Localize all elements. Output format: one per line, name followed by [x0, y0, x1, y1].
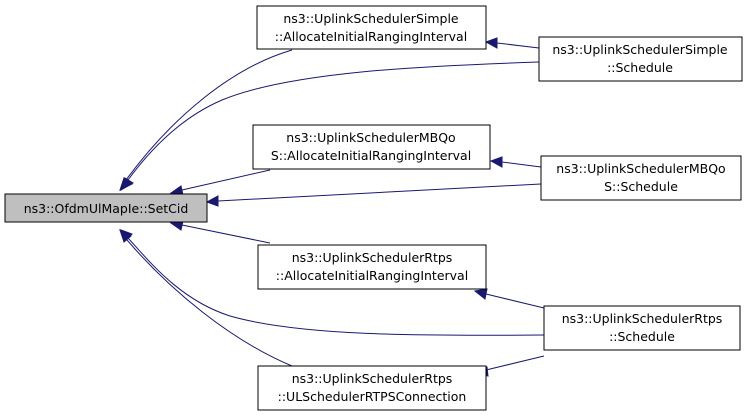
node-simple-alloc-line1: ns3::UplinkSchedulerSimple — [283, 11, 459, 26]
edge-simple-sched-to-simple-alloc — [484, 37, 540, 49]
edge-rtps-alloc-to-root — [169, 220, 271, 244]
node-simple-sched[interactable]: ns3::UplinkSchedulerSimple ::Schedule — [538, 36, 743, 82]
node-rtps-alloc-line1: ns3::UplinkSchedulerRtps — [292, 250, 453, 265]
node-mbqos-sched-line1: ns3::UplinkSchedulerMBQo — [556, 161, 725, 176]
node-simple-sched-line2: ::Schedule — [607, 60, 673, 75]
node-mbqos-alloc-line1: ns3::UplinkSchedulerMBQo — [286, 130, 455, 145]
node-mbqos-sched-line2: S::Schedule — [604, 179, 678, 194]
node-rtps-alloc-line2: ::AllocateInitialRangingInterval — [276, 268, 468, 283]
node-rtps-conn[interactable]: ns3::UplinkSchedulerRtps ::ULSchedulerRT… — [257, 365, 487, 411]
node-rtps-alloc[interactable]: ns3::UplinkSchedulerRtps ::AllocateIniti… — [257, 244, 487, 290]
node-rtps-sched-line1: ns3::UplinkSchedulerRtps — [562, 311, 723, 326]
node-simple-alloc[interactable]: ns3::UplinkSchedulerSimple ::AllocateIni… — [256, 5, 487, 50]
edge-simple-sched-to-root — [120, 61, 540, 192]
edge-mbqos-sched-to-mbqos-alloc — [489, 156, 542, 168]
node-mbqos-alloc[interactable]: ns3::UplinkSchedulerMBQo S::AllocateInit… — [252, 124, 491, 170]
node-mbqos-sched[interactable]: ns3::UplinkSchedulerMBQo S::Schedule — [540, 155, 742, 201]
node-rtps-conn-line1: ns3::UplinkSchedulerRtps — [292, 371, 453, 386]
edges — [119, 37, 545, 377]
edge-mbqos-alloc-to-root — [169, 169, 271, 196]
edge-rtps-sched-to-rtps-alloc — [473, 288, 545, 309]
node-rtps-sched-line2: ::Schedule — [609, 329, 675, 344]
node-mbqos-alloc-line2: S::AllocateInitialRangingInterval — [271, 148, 471, 163]
edge-mbqos-sched-to-root — [205, 183, 542, 207]
node-simple-alloc-line2: ::AllocateInitialRangingInterval — [275, 29, 467, 44]
node-root-label: ns3::OfdmUlMapIe::SetCid — [24, 201, 189, 216]
edge-rtps-conn-to-root — [119, 228, 293, 367]
node-simple-sched-line1: ns3::UplinkSchedulerSimple — [552, 42, 728, 57]
node-rtps-sched[interactable]: ns3::UplinkSchedulerRtps ::Schedule — [543, 305, 741, 351]
node-rtps-conn-line2: ::ULSchedulerRTPSConnection — [278, 389, 467, 404]
node-root[interactable]: ns3::OfdmUlMapIe::SetCid — [4, 193, 208, 223]
